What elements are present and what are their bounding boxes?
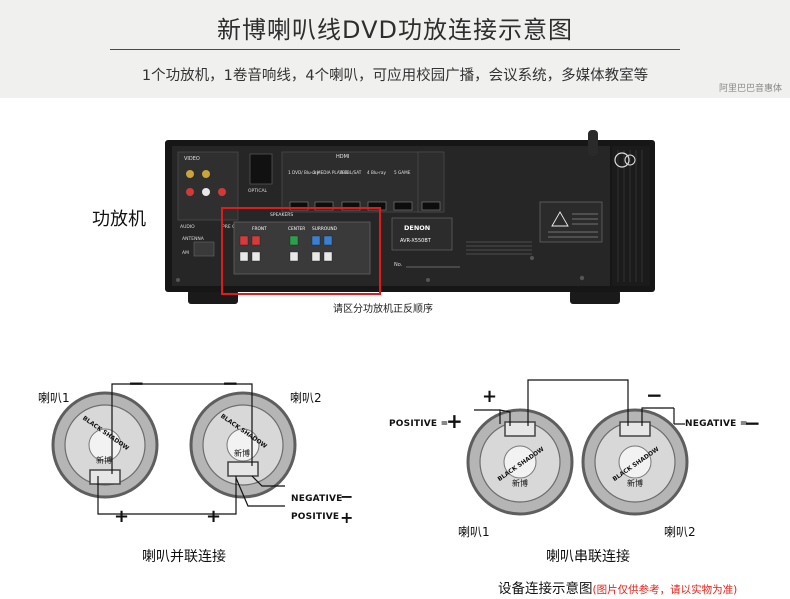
series-negative-label: NEGATIVE = [685, 419, 748, 429]
footer-note: (图片仅供参考，请以实物为准) [592, 584, 738, 596]
hdmi-input-4: 4 Blu-ray [367, 170, 386, 175]
series-diagram: BLACK SHADOW 新博 BLACK SHADOW 新博 + + − − [446, 379, 761, 516]
series-caption: 喇叭串联连接 [546, 549, 630, 565]
parallel-speaker2-label: 喇叭2 [290, 391, 322, 405]
speaker-terminal-block [233, 221, 371, 275]
parallel-minus-right: − [222, 371, 239, 395]
hdmi-input-1: 1 DVD/ Blu-ray [288, 170, 319, 175]
brand-label: DENON [404, 224, 430, 232]
hdmi-input-3: 3 CBL/SAT [340, 170, 362, 175]
amp-foot-left [188, 290, 238, 304]
speaker-terminal-highlight [221, 207, 381, 295]
page-subtitle: 1个功放机，1卷音响线，4个喇叭，可应用校园广播，会议系统，多媒体教室等 [141, 68, 649, 84]
video-label: VIDEO [184, 156, 200, 162]
warning-plate [539, 201, 603, 243]
parallel-caption: 喇叭并联连接 [142, 549, 226, 565]
series-plus-top: + [482, 386, 497, 407]
watermark: 阿里巴巴音惠体 [718, 84, 782, 94]
series-wires [474, 379, 685, 426]
parallel-speaker2-text: 新博 [234, 448, 250, 458]
parallel-minus-left: − [128, 371, 145, 395]
parallel-negative-label: NEGATIVE [291, 494, 343, 504]
am-label: AM [182, 250, 189, 256]
parallel-negative-symbol: − [340, 487, 353, 506]
optical-port [249, 153, 273, 185]
series-minus-right: − [744, 411, 761, 435]
model-label: AVR-X550BT [400, 238, 432, 244]
power-cord [588, 130, 598, 156]
panel-screws [176, 256, 585, 282]
footer: 设备连接示意图(图片仅供参考，请以实物为准) [498, 577, 737, 597]
parallel-speaker2: BLACK SHADOW 新博 [189, 391, 297, 499]
ce-mark-icon-2 [624, 154, 636, 166]
series-speaker1: BLACK SHADOW 新博 [466, 408, 574, 516]
hdmi-input-5: 5 GAME [394, 170, 411, 175]
page-title: 新博喇叭线DVD功放连接示意图 [217, 16, 573, 44]
amp-fin-lines [617, 150, 643, 282]
warning-icon [551, 211, 569, 227]
parallel-speaker1-label: 喇叭1 [38, 391, 70, 405]
series-plus-left: + [446, 409, 463, 433]
ce-mark-icon [614, 152, 630, 168]
parallel-wires [97, 383, 285, 515]
antenna-terminal [193, 241, 215, 257]
series-positive-label: POSITIVE = [389, 419, 449, 429]
antenna-label: ANTENNA [182, 236, 205, 242]
warning-text-lines [548, 213, 598, 238]
fine-print-lines [466, 241, 532, 255]
series-speaker2: BLACK SHADOW 新博 [581, 408, 689, 516]
parallel-positive-label: POSITIVE [291, 512, 340, 522]
hdmi-input-2: 2 MEDIA PLAYER [313, 170, 348, 175]
parallel-speaker1: BLACK SHADOW 新博 [51, 391, 159, 499]
hdmi-input-labels: 1 DVD/ Blu-ray 2 MEDIA PLAYER 3 CBL/SAT … [288, 170, 411, 175]
hdmi-out-port [421, 201, 441, 211]
hdmi-label: HDMI [336, 154, 349, 160]
video-jacks [186, 170, 226, 196]
hdmi-ports [289, 201, 413, 211]
title-divider [110, 49, 680, 50]
amplifier-back-panel: VIDEO OPTICAL HDMI 1 DVD/ Blu-ray 2 MEDI… [165, 130, 655, 304]
surround-label: SURROUND [312, 226, 338, 232]
parallel-positive-symbol: + [340, 508, 353, 527]
parallel-diagram: BLACK SHADOW 新博 BLACK SHADOW 新博 − − + + … [51, 371, 353, 527]
amplifier-label: 功放机 [92, 209, 146, 230]
series-speaker2-text: 新博 [627, 478, 643, 488]
center-label: CENTER [288, 226, 305, 232]
optical-label: OPTICAL [248, 188, 268, 194]
front-label: FRONT [252, 226, 267, 232]
parallel-plus-right: + [206, 506, 221, 527]
video-section [177, 151, 239, 221]
preout-label: PRE OUT [222, 224, 242, 230]
footer-text: 设备连接示意图 [498, 581, 593, 597]
series-speaker1-label: 喇叭1 [458, 525, 490, 539]
series-speaker2-label: 喇叭2 [664, 525, 696, 539]
model-plate [391, 217, 453, 251]
parallel-plus-left: + [114, 506, 129, 527]
series-minus-top: − [646, 383, 663, 407]
speakers-label: SPEAKERS [270, 212, 293, 218]
series-speaker1-text: 新博 [512, 478, 528, 488]
amp-foot-right [570, 290, 620, 304]
amplifier-caption: 请区分功放机正反顺序 [333, 304, 433, 315]
parallel-speaker1-text: 新博 [96, 455, 112, 465]
speaker-posts [239, 235, 333, 262]
no-label: No. [394, 262, 403, 268]
audio-label: AUDIO [180, 224, 195, 230]
